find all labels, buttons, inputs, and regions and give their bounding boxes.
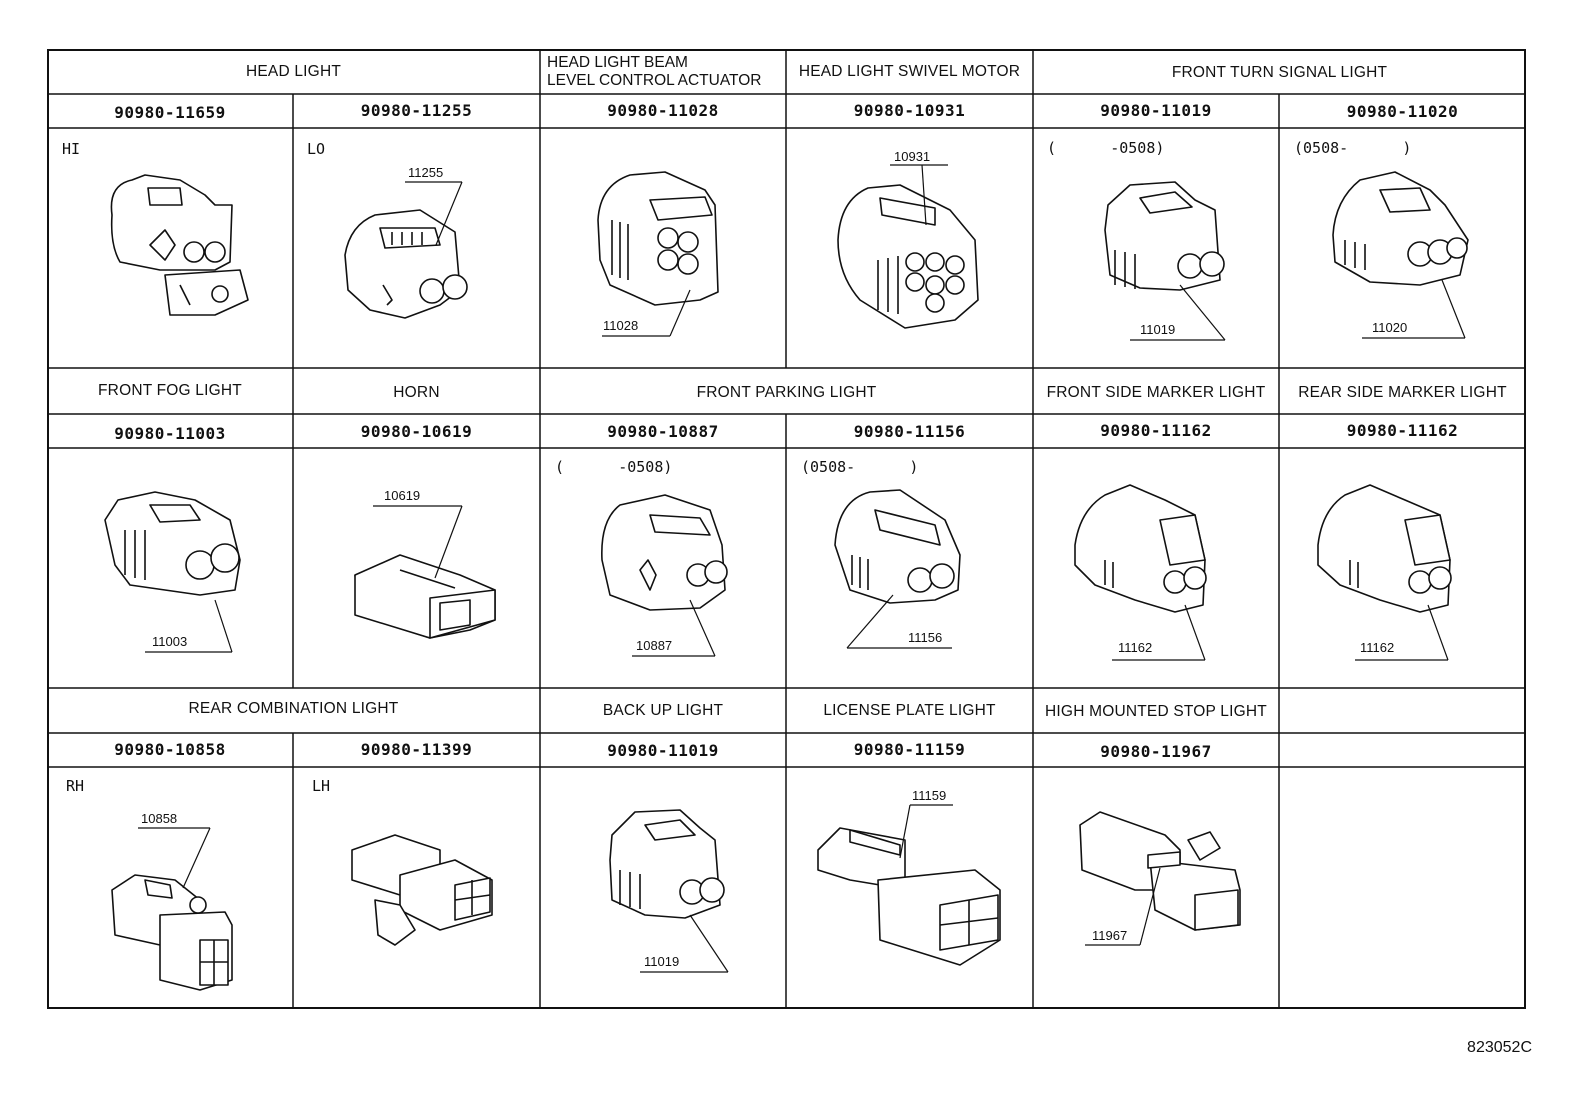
title-rear-combination-light: REAR COMBINATION LIGHT xyxy=(188,700,399,717)
part-number: 90980-11659 xyxy=(114,103,226,122)
figure-id: 823052C xyxy=(1467,1039,1532,1056)
connector-11003-drawing xyxy=(104,491,241,596)
connector-11159-drawing xyxy=(817,827,1001,966)
cell-note: (0508- ) xyxy=(801,458,919,476)
connector-11028-drawing xyxy=(597,171,719,306)
part-number: 90980-11028 xyxy=(607,101,719,120)
part-number: 90980-11967 xyxy=(1100,742,1212,761)
title-front-parking-light: FRONT PARKING LIGHT xyxy=(696,384,877,401)
title-high-mounted-stop-light: HIGH MOUNTED STOP LIGHT xyxy=(1045,703,1267,720)
part-number: 90980-11159 xyxy=(853,740,966,759)
connector-11255-drawing xyxy=(344,209,468,319)
cell-note: ( -0508) xyxy=(555,458,673,476)
callout-label: 11019 xyxy=(1140,322,1175,337)
connector-11399-drawing xyxy=(351,834,493,946)
cell-note: HI xyxy=(62,140,81,158)
callout-label: 10858 xyxy=(141,811,177,826)
part-number: 90980-11020 xyxy=(1346,102,1459,121)
connector-10619-drawing xyxy=(354,554,496,639)
connector-11019-backup-drawing xyxy=(609,809,725,919)
part-number: 90980-11019 xyxy=(1100,101,1212,120)
cell-note: RH xyxy=(66,777,85,795)
connector-11156-drawing xyxy=(834,489,961,604)
part-number: 90980-11162 xyxy=(1100,421,1212,440)
title-rear-side-marker-light: REAR SIDE MARKER LIGHT xyxy=(1298,384,1507,401)
title-front-side-marker-light: FRONT SIDE MARKER LIGHT xyxy=(1046,384,1266,401)
part-number: 90980-11162 xyxy=(1346,421,1459,440)
part-number: 90980-11019 xyxy=(607,741,719,760)
connector-10931-drawing xyxy=(837,184,979,329)
connector-10858-drawing xyxy=(111,874,233,991)
callout-label: 11255 xyxy=(408,165,443,180)
connector-11162-rear-drawing xyxy=(1317,484,1452,613)
callout-label: 11159 xyxy=(912,788,946,803)
title-front-fog-light: FRONT FOG LIGHT xyxy=(98,382,242,399)
part-number: 90980-10619 xyxy=(360,422,473,441)
callout-label: 11162 xyxy=(1118,640,1152,655)
part-number: 90980-10887 xyxy=(607,422,719,441)
connector-11162-front-drawing xyxy=(1074,484,1207,613)
callout-label: 11028 xyxy=(603,318,638,333)
connector-11967-drawing xyxy=(1079,811,1241,931)
part-number: 90980-11003 xyxy=(114,424,226,443)
callout-label: 10619 xyxy=(384,488,420,503)
cell-note: ( -0508) xyxy=(1047,139,1165,157)
title-head-light-beam: HEAD LIGHT BEAM LEVEL CONTROL ACTUATOR xyxy=(547,54,762,89)
title-license-plate-light: LICENSE PLATE LIGHT xyxy=(823,702,996,719)
part-number: 90980-11255 xyxy=(360,101,473,120)
title-head-light: HEAD LIGHT xyxy=(245,63,341,80)
part-number: 90980-11156 xyxy=(853,422,966,441)
callout-label: 11019 xyxy=(644,954,679,969)
callout-label: 10931 xyxy=(894,149,930,164)
title-head-light-swivel-motor: HEAD LIGHT SWIVEL MOTOR xyxy=(798,63,1021,80)
connector-10887-drawing xyxy=(601,494,728,611)
part-number: 90980-10858 xyxy=(114,740,226,759)
callout-label: 11156 xyxy=(908,630,942,645)
callout-label: 11020 xyxy=(1372,320,1407,335)
connector-11020-drawing xyxy=(1332,171,1469,286)
callout-label: 11003 xyxy=(152,634,187,649)
cell-note: LH xyxy=(312,777,331,795)
cell-note: LO xyxy=(307,140,326,158)
callout-label: 11162 xyxy=(1360,640,1394,655)
title-front-turn-signal-light: FRONT TURN SIGNAL LIGHT xyxy=(1171,64,1388,81)
callout-label: 11967 xyxy=(1092,928,1127,943)
connector-11659-drawing xyxy=(110,174,249,316)
part-number: 90980-11399 xyxy=(360,740,473,759)
callout-label: 10887 xyxy=(636,638,672,653)
connector-11019-drawing xyxy=(1104,181,1225,291)
title-horn: HORN xyxy=(393,384,440,401)
title-back-up-light: BACK UP LIGHT xyxy=(602,702,724,719)
part-number: 90980-10931 xyxy=(853,101,966,120)
cell-note: (0508- ) xyxy=(1294,139,1412,157)
